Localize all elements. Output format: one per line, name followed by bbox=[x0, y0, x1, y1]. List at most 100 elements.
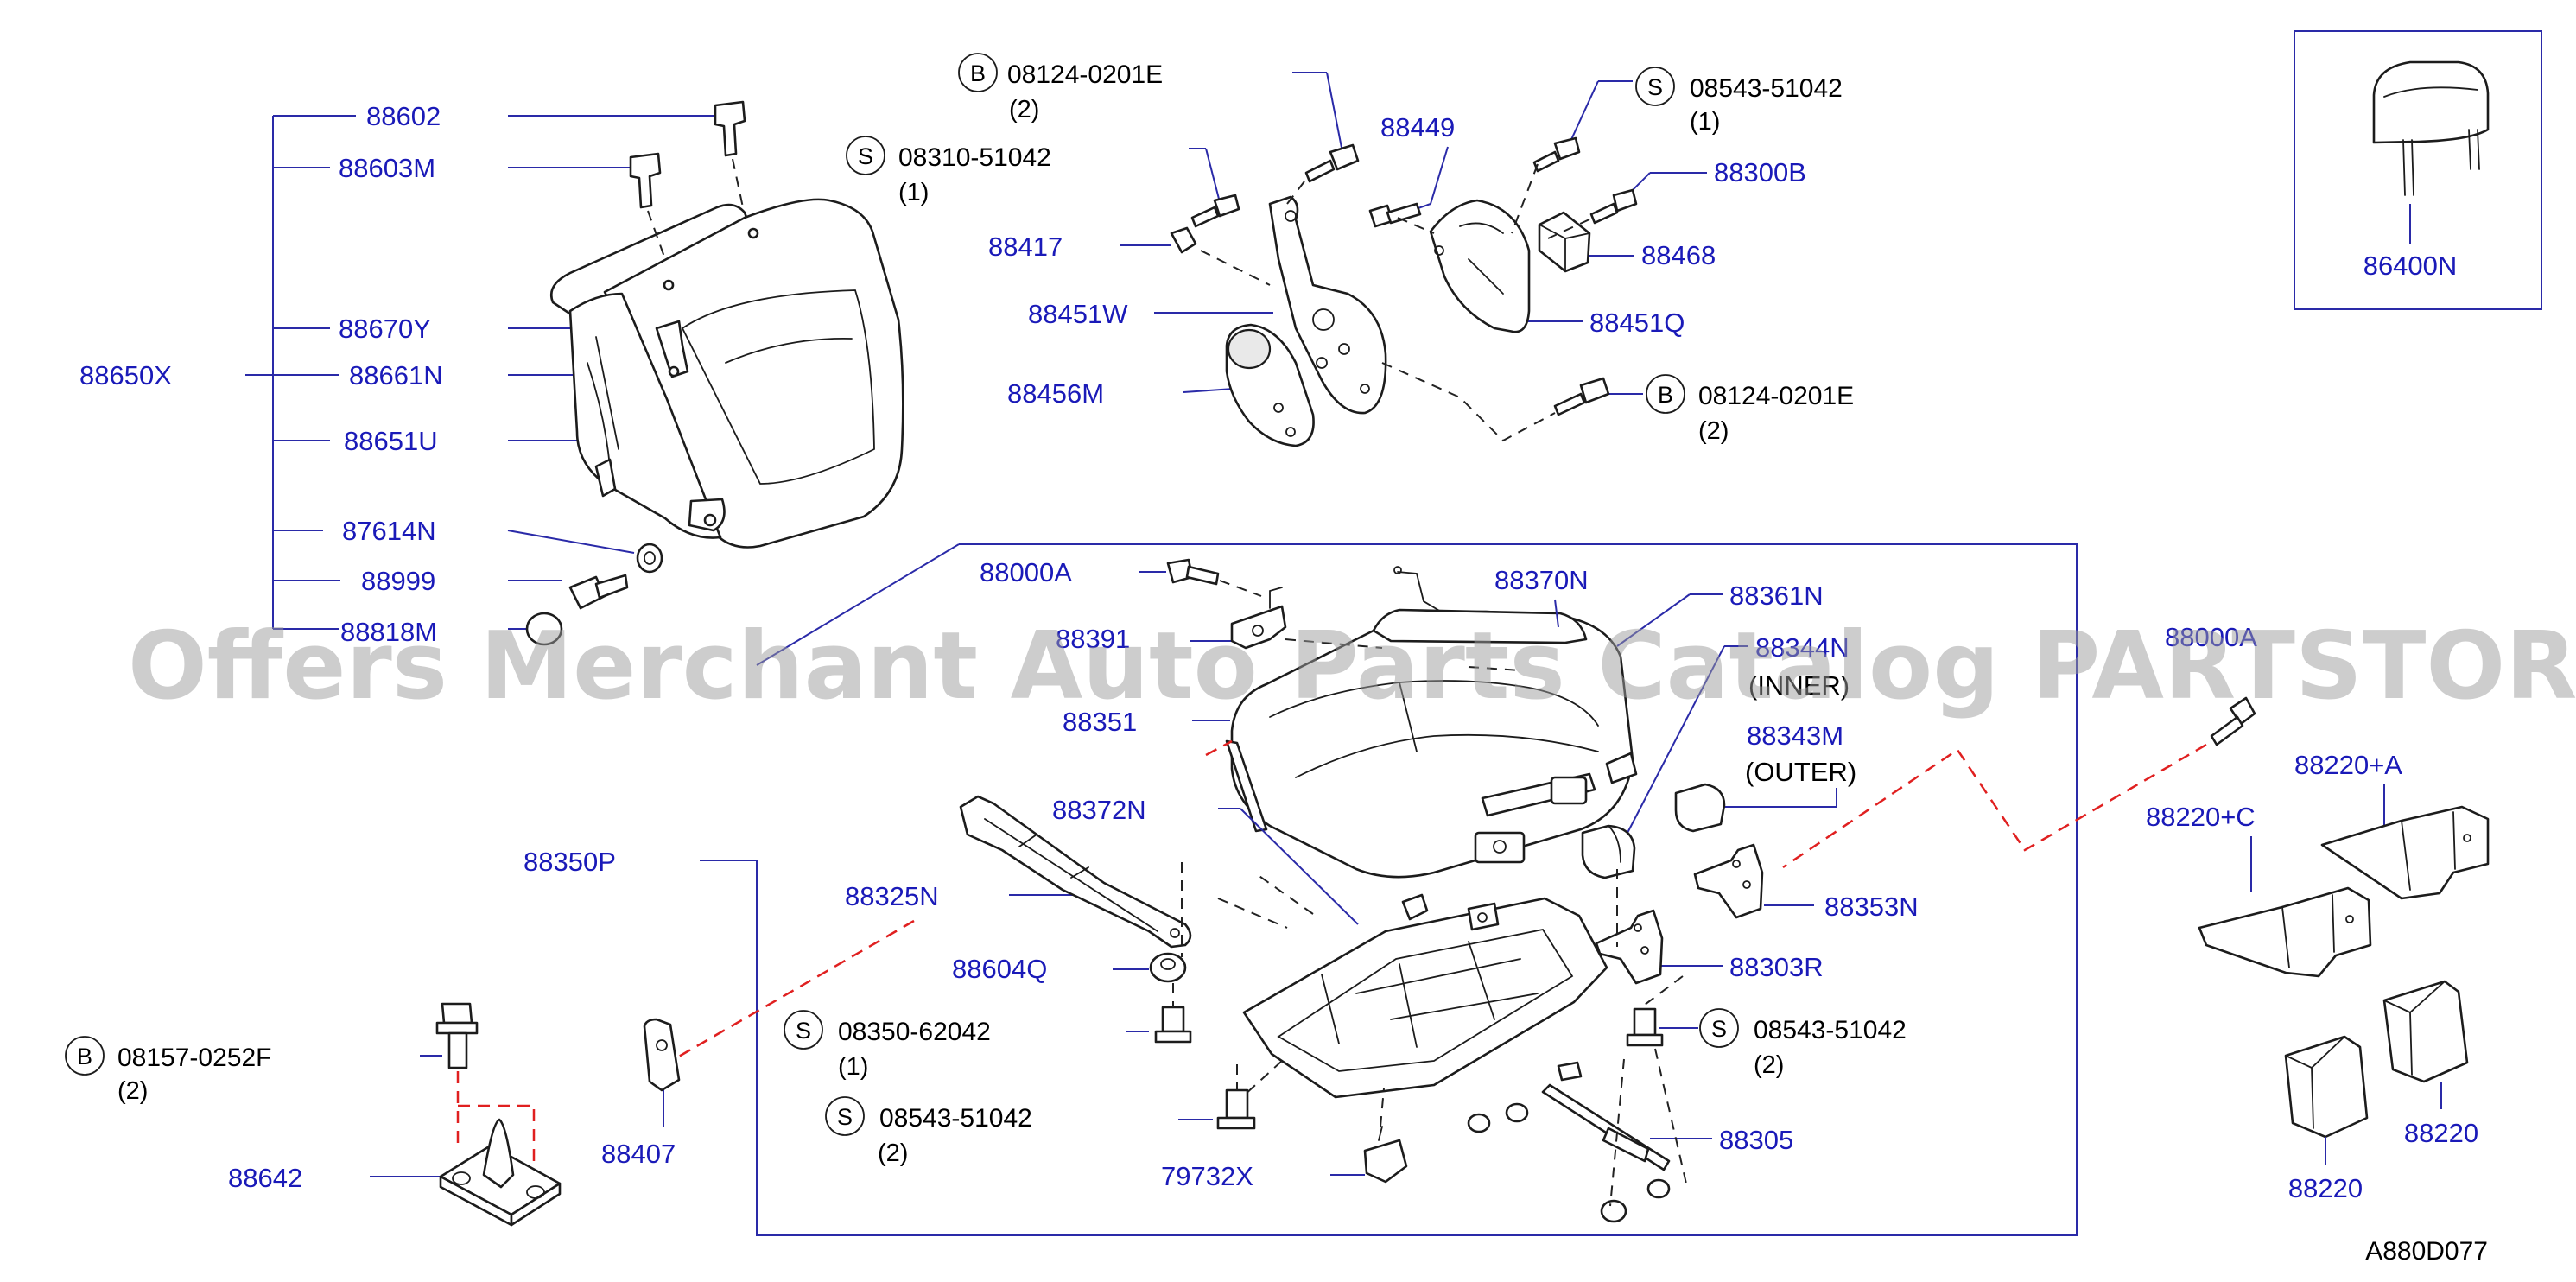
recliner-outer-88451Q bbox=[1429, 199, 1531, 333]
qty-08124-0201E-top: (2) bbox=[1009, 96, 1039, 124]
label-88407: 88407 bbox=[601, 1139, 676, 1169]
label-88468: 88468 bbox=[1641, 240, 1716, 270]
svg-text:S: S bbox=[1647, 74, 1663, 100]
label-88602: 88602 bbox=[366, 101, 441, 131]
screw-code-08310: S bbox=[846, 136, 885, 175]
nut-88604Q bbox=[1149, 952, 1187, 983]
label-88344N: 88344N bbox=[1755, 632, 1850, 663]
label-88670Y: 88670Y bbox=[339, 314, 431, 344]
label-88353N: 88353N bbox=[1824, 892, 1919, 922]
seat-cushion-frame bbox=[756, 543, 2078, 1236]
bolt-88449 bbox=[1368, 202, 1422, 228]
label-88220A: 88220+A bbox=[2294, 750, 2402, 780]
note-inner: (INNER) bbox=[1748, 670, 1850, 701]
qty-08310-51042: (1) bbox=[898, 179, 929, 206]
qty-08350-62042: (1) bbox=[838, 1053, 868, 1081]
bracket-88642 bbox=[439, 1118, 562, 1227]
screw-08124-top bbox=[1304, 143, 1360, 183]
screw-code-08543-top: S bbox=[1635, 67, 1675, 106]
label-87614N: 87614N bbox=[342, 516, 436, 546]
seat-pan-frame-88372N bbox=[1242, 893, 1608, 1099]
cap-88818M bbox=[525, 612, 563, 646]
screw-08543-lower-left bbox=[1216, 1088, 1256, 1130]
bushing-87614N bbox=[636, 543, 663, 574]
label-88351: 88351 bbox=[1063, 707, 1137, 737]
label-88603M: 88603M bbox=[339, 153, 435, 183]
bolt-88000A-left bbox=[1166, 558, 1220, 586]
bracket-88303R bbox=[1595, 909, 1664, 985]
label-88642: 88642 bbox=[228, 1163, 302, 1193]
label-88651U: 88651U bbox=[344, 426, 438, 456]
headrest-guide-88603M bbox=[629, 152, 666, 260]
label-08310-51042: 08310-51042 bbox=[898, 143, 1051, 172]
headrest-guide-88602 bbox=[714, 100, 746, 208]
bracket-88353N bbox=[1693, 843, 1764, 919]
label-88000A-right: 88000A bbox=[2165, 622, 2257, 652]
screw-code-08543-lower-right: S bbox=[1699, 1008, 1739, 1048]
label-86400N: 86400N bbox=[2363, 251, 2458, 281]
rail-88325N bbox=[959, 795, 1192, 949]
label-08157-0252F: 08157-0252F bbox=[117, 1044, 271, 1072]
seat-cushion-illustration bbox=[1225, 608, 1638, 879]
label-88372N: 88372N bbox=[1052, 795, 1146, 825]
label-08124-0201E-top: 08124-0201E bbox=[1007, 60, 1163, 89]
label-88370N: 88370N bbox=[1494, 565, 1589, 595]
qty-08543-51042-top: (1) bbox=[1690, 108, 1720, 136]
bolt-08124-lower bbox=[1553, 377, 1610, 416]
qty-08543-51042-lower-left: (2) bbox=[878, 1139, 908, 1167]
svg-text:S: S bbox=[858, 143, 873, 169]
label-88451W: 88451W bbox=[1028, 299, 1128, 329]
bolt-code-08124-lower: B bbox=[1646, 374, 1685, 414]
screw-code-08350: S bbox=[784, 1010, 823, 1050]
bolt-88300B bbox=[1589, 188, 1638, 225]
label-88650X: 88650X bbox=[79, 360, 172, 390]
label-88818M: 88818M bbox=[340, 617, 437, 647]
label-08124-0201E-lower: 08124-0201E bbox=[1698, 382, 1854, 410]
bolt-code-08157: B bbox=[65, 1036, 105, 1076]
bracket-88391 bbox=[1230, 587, 1287, 650]
cover-88220C bbox=[2198, 886, 2372, 978]
bolt-88000A-right bbox=[2210, 696, 2256, 746]
screw-code-08543-lower-left: S bbox=[825, 1096, 865, 1136]
svg-text:B: B bbox=[970, 60, 986, 86]
label-08543-51042-top: 08543-51042 bbox=[1690, 74, 1843, 103]
qty-08543-51042-lower-right: (2) bbox=[1754, 1051, 1784, 1079]
label-88451Q: 88451Q bbox=[1589, 308, 1685, 338]
label-88303R: 88303R bbox=[1729, 952, 1824, 982]
label-88305: 88305 bbox=[1719, 1125, 1793, 1155]
label-88999: 88999 bbox=[361, 566, 435, 596]
bolt-08157 bbox=[435, 1002, 479, 1069]
recliner-inner-88451W bbox=[1268, 195, 1387, 415]
bracket-88407 bbox=[643, 1018, 681, 1092]
seat-back-illustration bbox=[549, 198, 904, 549]
screw-08350 bbox=[1154, 1006, 1192, 1044]
label-08543-51042-lower-left: 08543-51042 bbox=[879, 1104, 1032, 1133]
label-88604Q: 88604Q bbox=[952, 954, 1047, 984]
bolt-code-08124-top: B bbox=[958, 53, 998, 92]
headrest-illustration bbox=[2372, 60, 2490, 196]
label-88220-right: 88220 bbox=[2404, 1118, 2478, 1148]
label-88661N: 88661N bbox=[349, 360, 443, 390]
cover-88344N-inner bbox=[1581, 824, 1636, 879]
washer-88417 bbox=[1170, 226, 1197, 254]
cover-88220A bbox=[2320, 805, 2490, 900]
qty-08124-0201E-lower: (2) bbox=[1698, 417, 1729, 445]
label-88350P: 88350P bbox=[523, 847, 616, 877]
label-88391: 88391 bbox=[1056, 624, 1130, 654]
label-88361N: 88361N bbox=[1729, 581, 1824, 611]
headrest-inset-frame bbox=[2294, 30, 2542, 310]
label-08543-51042-lower-right: 08543-51042 bbox=[1754, 1016, 1907, 1044]
screw-08543-lower-right bbox=[1626, 1007, 1664, 1047]
label-79732X: 79732X bbox=[1161, 1161, 1253, 1191]
rod-88305 bbox=[1467, 1061, 1671, 1223]
diagram-code: A880D077 bbox=[2365, 1237, 2488, 1266]
cover-88220-right bbox=[2382, 980, 2469, 1083]
svg-text:B: B bbox=[1658, 382, 1673, 408]
label-88220C: 88220+C bbox=[2146, 802, 2256, 832]
label-88000A-left: 88000A bbox=[980, 557, 1072, 587]
svg-text:B: B bbox=[77, 1044, 92, 1069]
bolt-88999 bbox=[568, 574, 629, 610]
screw-08310 bbox=[1190, 194, 1240, 228]
recliner-cover-88456M bbox=[1225, 323, 1315, 447]
